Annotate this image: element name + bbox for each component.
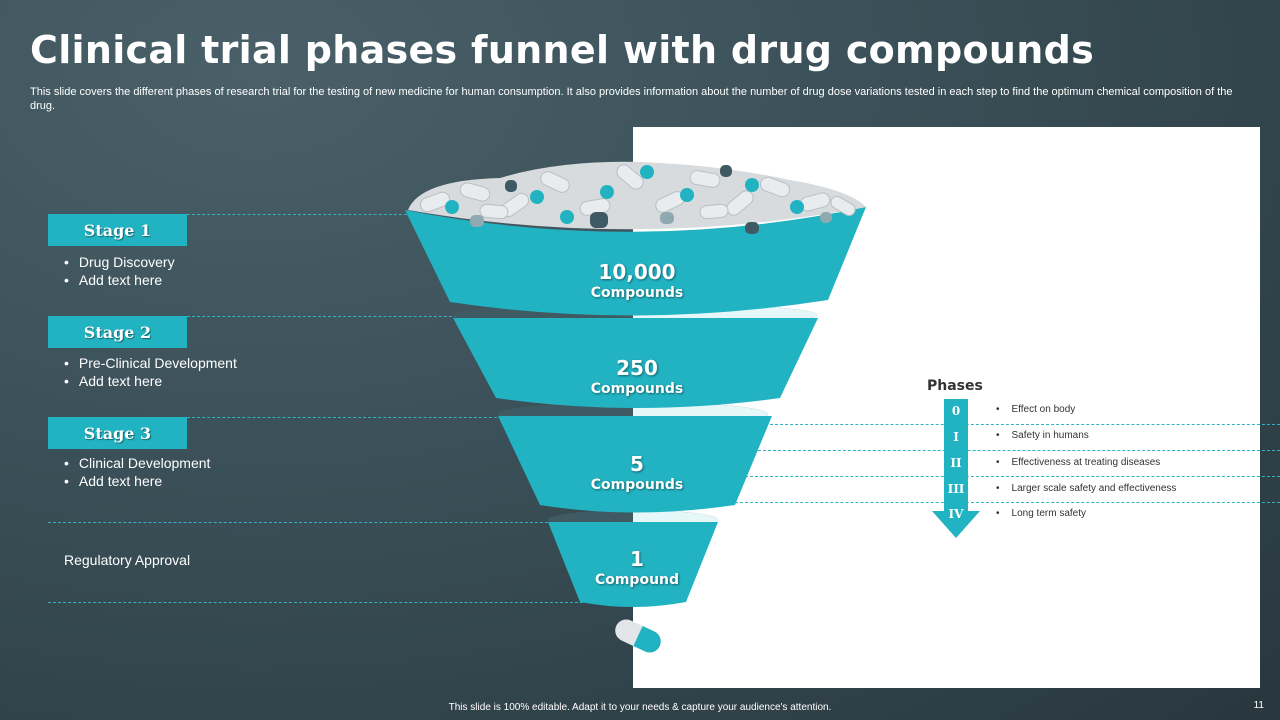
pill-heap: [408, 161, 866, 234]
funnel-unit-2: Compounds: [590, 381, 684, 397]
phase-line-2: [758, 450, 1280, 451]
stage-1-list: Drug Discovery Add text here: [64, 253, 175, 289]
phase-description-3: Larger scale safety and effectiveness: [996, 483, 1177, 494]
phase-description-0: Effect on body: [996, 404, 1076, 415]
funnel-label-2: 250 Compounds: [537, 356, 737, 398]
leader-line-regulatory-top: [48, 522, 553, 523]
phase-numeral-0: 0: [951, 404, 961, 418]
phase-numeral-2: II: [950, 456, 962, 470]
funnel-layer-3: [498, 402, 772, 513]
funnel-layer-1: [405, 207, 866, 316]
stage-3-item: Clinical Development: [64, 454, 211, 472]
stage-3-list: Clinical Development Add text here: [64, 454, 211, 490]
stage-3-label: Stage 3: [48, 417, 187, 449]
phase-numeral-3: III: [947, 482, 965, 496]
phase-numeral-1: I: [953, 430, 959, 444]
funnel-layer-4: [548, 510, 718, 607]
phase-numeral-4: IV: [948, 507, 964, 521]
phase-line-4: [735, 502, 1280, 503]
stage-1-item: Drug Discovery: [64, 253, 175, 271]
footer-note: This slide is 100% editable. Adapt it to…: [448, 702, 832, 713]
phase-description-1: Safety in humans: [996, 430, 1089, 441]
phase-line-3: [745, 476, 1280, 477]
funnel-count-1: 10,000: [598, 260, 676, 284]
stage-2-item: Add text here: [64, 372, 237, 390]
phase-description-2: Effectiveness at treating diseases: [996, 457, 1161, 468]
stage-2-item: Pre-Clinical Development: [64, 354, 237, 372]
leader-line-stage-3: [187, 417, 507, 418]
page-title: Clinical trial phases funnel with drug c…: [30, 28, 1094, 72]
leader-line-stage-2: [187, 316, 462, 317]
page-number: 11: [1253, 700, 1264, 711]
stage-1-label: Stage 1: [48, 214, 187, 246]
funnel-count-2: 250: [616, 356, 658, 380]
leader-line-regulatory-bottom: [48, 602, 583, 603]
stage-2-list: Pre-Clinical Development Add text here: [64, 354, 237, 390]
funnel-unit-4: Compound: [594, 572, 680, 588]
stage-3-item: Add text here: [64, 472, 210, 490]
regulatory-approval-label: Regulatory Approval: [64, 552, 191, 568]
capsule-icon: [615, 619, 661, 653]
phase-line-1: [770, 424, 1280, 425]
leader-line-stage-1: [187, 214, 417, 215]
phases-arrow-icon: [932, 399, 980, 538]
funnel-label-3: 5 Compounds: [537, 452, 737, 494]
funnel-count-4: 1: [630, 547, 644, 571]
funnel-label-4: 1 Compound: [537, 547, 737, 589]
phases-title: Phases: [927, 378, 983, 394]
funnel-count-3: 5: [630, 452, 644, 476]
phase-description-4: Long term safety: [996, 508, 1086, 519]
stage-1-item: Add text here: [64, 271, 175, 289]
funnel-unit-3: Compounds: [590, 477, 684, 493]
funnel-unit-1: Compounds: [590, 285, 684, 301]
stage-2-label: Stage 2: [48, 316, 187, 348]
funnel-label-1: 10,000 Compounds: [537, 260, 737, 302]
page-subtitle: This slide covers the different phases o…: [30, 86, 1233, 112]
